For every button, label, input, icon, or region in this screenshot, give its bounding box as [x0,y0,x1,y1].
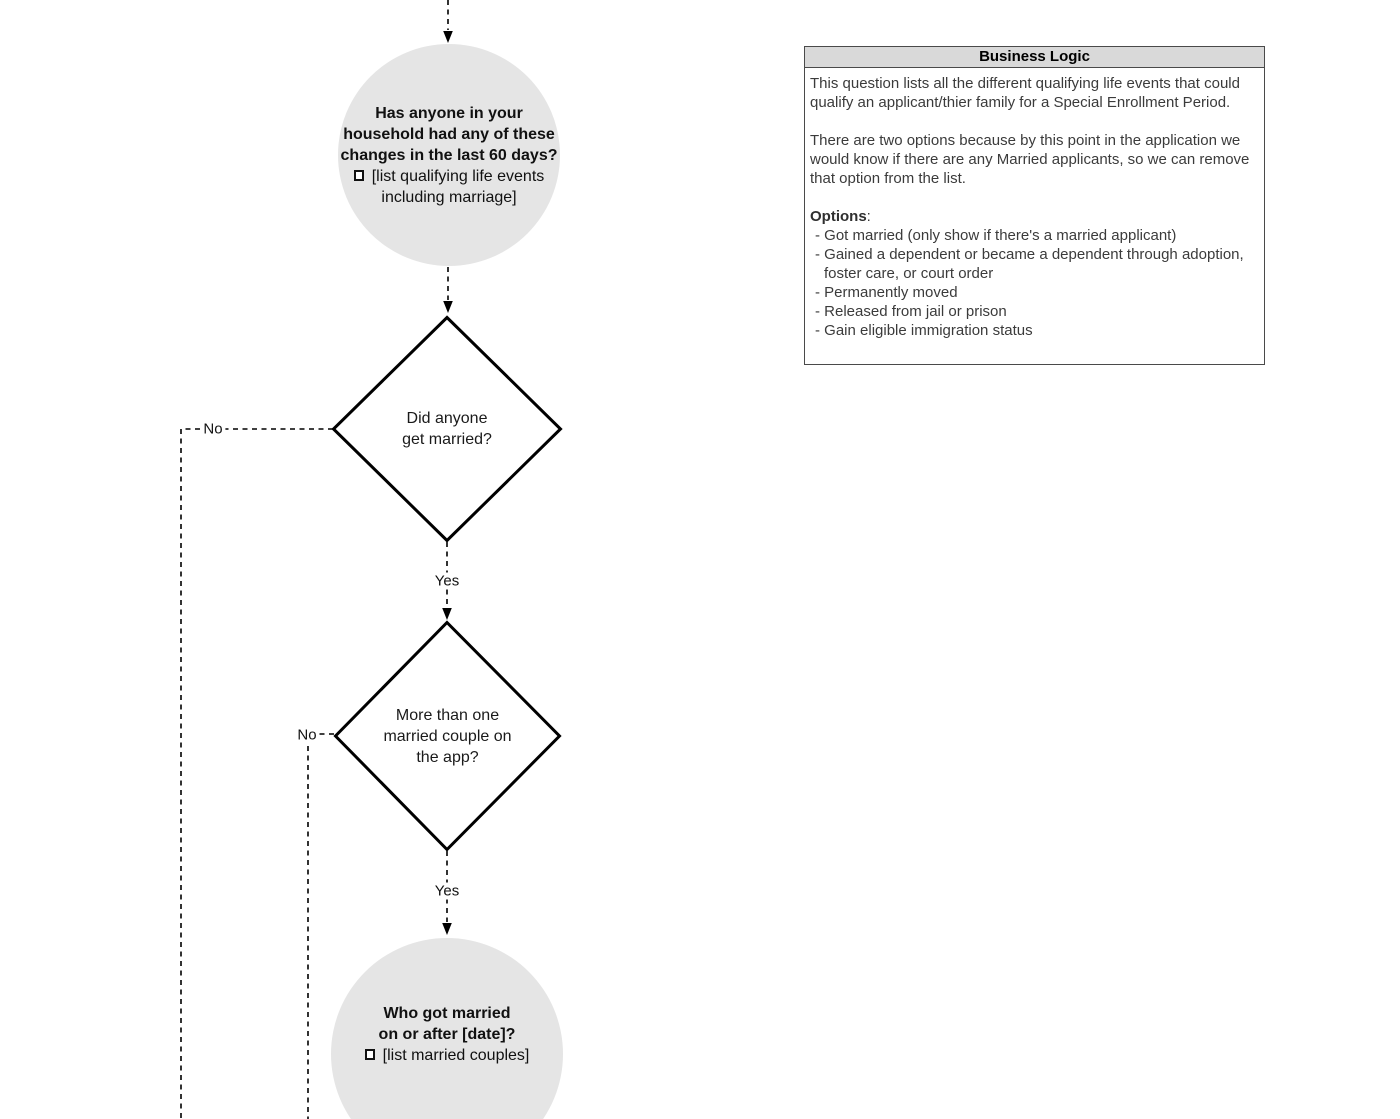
option-item: - Gained a dependent or became a depende… [815,246,1244,282]
node-question: More than one married couple on the app? [333,620,562,852]
node-question-line: household had any of these [343,125,555,143]
arrowhead-into-who-circle [442,923,452,935]
option-item: - Got married (only show if there's a ma… [815,227,1177,244]
diamond-shape [331,315,563,543]
options-heading: Options: [810,207,1258,226]
node-bullet-line: [list qualifying life events [353,166,545,187]
node-start-circle: Has anyone in your household had any of … [338,44,560,266]
node-question-line: Did anyone [406,410,488,427]
node-bullet-line: including marriage] [381,188,517,206]
node-question-line: Who got married [383,1004,511,1022]
panel-body: This question lists all the different qu… [805,68,1264,348]
arrowhead-into-married-diamond [443,301,453,313]
edge-label-yes-married: Yes [431,572,463,590]
options-colon: : [866,208,871,225]
checkbox-bullet-icon [364,1048,375,1060]
panel-title: Business Logic [805,47,1264,68]
node-decision-married: Did anyone get married? [331,315,563,543]
arrowhead-into-start-circle [443,31,453,43]
node-question-line: More than one [395,706,500,724]
checkbox-bullet-icon [353,169,364,181]
option-item: - Permanently moved [815,284,958,301]
node-question-line: on or after [date]? [378,1025,516,1043]
arrowhead-into-couples-diamond [442,608,452,620]
node-decision-multiple-couples: More than one married couple on the app? [333,620,562,852]
option-item: - Released from jail or prison [815,303,1007,320]
node-question: Did anyone get married? [331,315,563,543]
business-logic-panel: Business Logic This question lists all t… [804,46,1265,365]
options-list: - Got married (only show if there's a ma… [810,226,1258,340]
option-item: - Gain eligible immigration status [815,322,1033,339]
panel-paragraph: There are two options because by this po… [810,132,1250,187]
node-question-line: Has anyone in your [375,104,523,122]
diamond-shape [333,620,562,852]
node-bullet-text: [list qualifying life events [371,167,545,185]
panel-paragraph: This question lists all the different qu… [810,75,1240,111]
node-bullet-line: [list married couples] [364,1045,530,1066]
node-question-line: married couple on [383,727,512,745]
node-bullet-text: [list married couples] [382,1046,530,1064]
edge-label-no-married: No [200,420,226,438]
node-question-line: the app? [416,748,479,766]
edge-label-yes-couples: Yes [431,882,463,900]
node-who-married-circle: Who got married on or after [date]? [lis… [331,938,563,1119]
node-question-line: changes in the last 60 days? [340,146,558,164]
node-question-line: get married? [402,431,492,448]
edge-label-no-couples: No [294,726,320,744]
options-label: Options [810,208,867,225]
